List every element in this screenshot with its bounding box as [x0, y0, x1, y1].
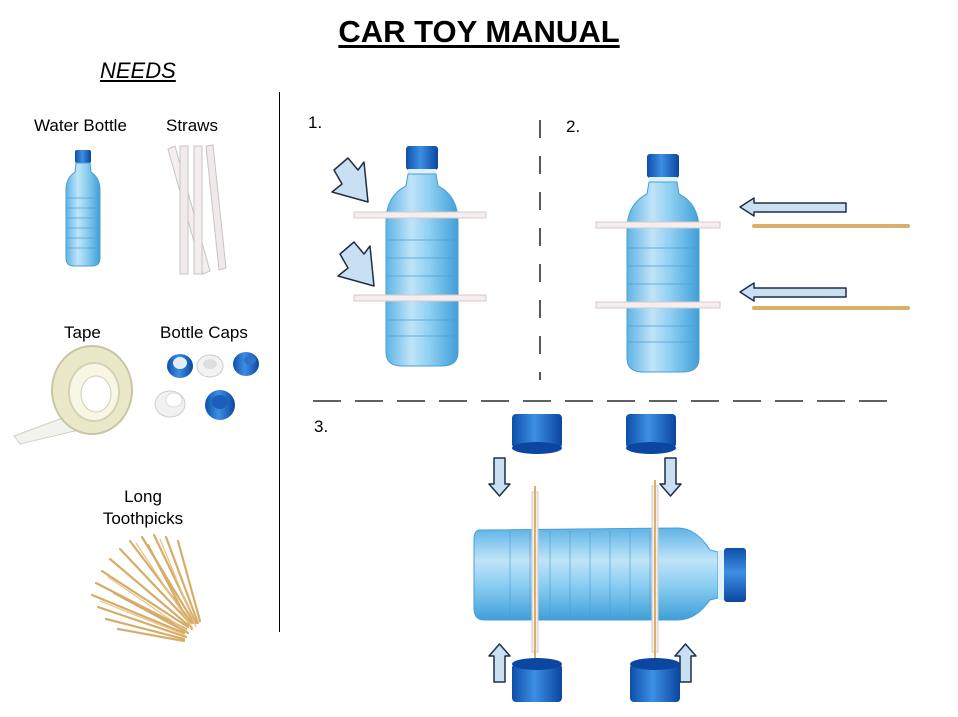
toothpicks-icon [90, 533, 202, 643]
step-2-number: 2. [566, 117, 581, 136]
straws-label: Straws [166, 116, 218, 135]
bottle-caps-label: Bottle Caps [160, 323, 248, 342]
arrow-left-icon [739, 197, 847, 302]
step-2-illustration [595, 154, 910, 373]
water-bottle-icon [65, 150, 101, 267]
arrow-icon [331, 157, 375, 287]
tape-roll-icon [13, 345, 133, 445]
bottle-caps-icon [154, 352, 259, 420]
tape-label: Tape [64, 323, 101, 342]
column-divider [279, 92, 280, 632]
long-toothpicks-label: Long Toothpicks [102, 487, 184, 528]
straws-icon [167, 144, 227, 275]
step-1-number: 1. [308, 113, 323, 132]
step-3-number: 3. [314, 417, 329, 436]
step-3-illustration [473, 414, 746, 702]
bottle-cap-icon [512, 414, 676, 454]
step-divider-vertical [539, 120, 541, 380]
step-1-illustration [331, 146, 487, 367]
step-divider-horizontal [313, 400, 893, 402]
needs-heading: NEEDS [100, 58, 176, 83]
bottle-cap-icon [512, 658, 680, 702]
water-bottle-label: Water Bottle [34, 116, 127, 135]
page-title: CAR TOY MANUAL [338, 14, 620, 49]
